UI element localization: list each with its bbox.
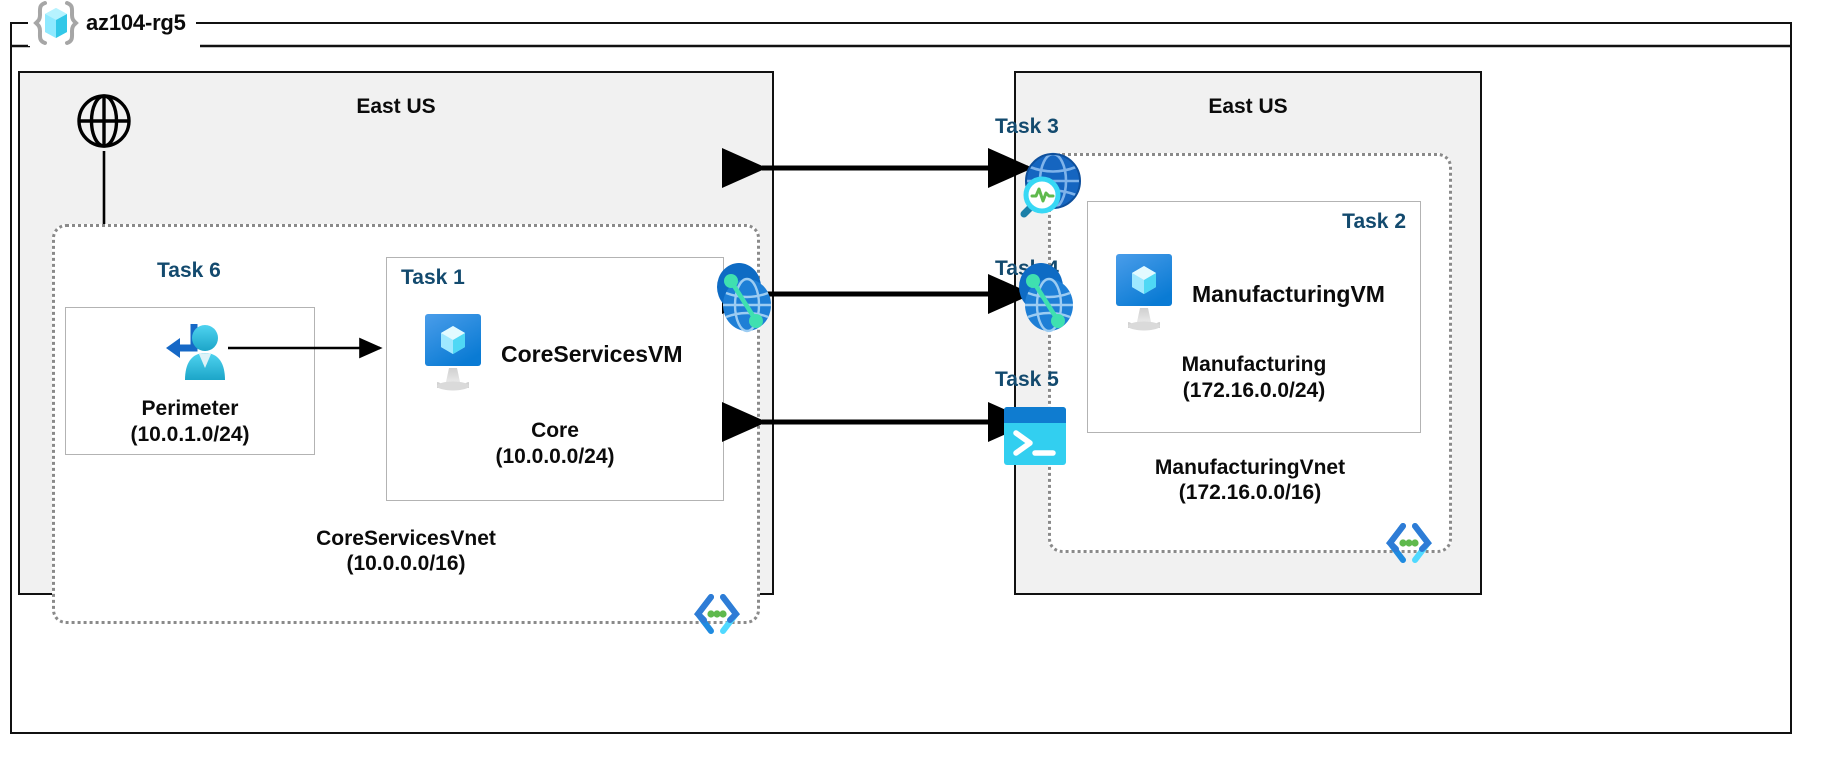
vm-manufacturing: ManufacturingVM: [1110, 252, 1385, 337]
subnet-perimeter: Perimeter (10.0.1.0/24): [65, 307, 315, 455]
region-label-left: East US: [356, 95, 436, 118]
resource-group-cube-icon: [32, 0, 80, 47]
vnet-coreservices-label: CoreServicesVnet (10.0.0.0/16): [316, 526, 496, 576]
cloud-shell-icon: [1002, 405, 1068, 472]
region-panel-right: East US ManufacturingVnet (172.16.0.0/16…: [1014, 71, 1482, 595]
subnet-chevrons-icon: [1383, 522, 1435, 564]
task-label-2: Task 2: [1342, 210, 1406, 233]
network-watcher-icon: [1005, 148, 1087, 235]
task5-double-arrow: [722, 402, 1033, 442]
region-label-right: East US: [1208, 95, 1288, 118]
virtual-machine-icon: [1110, 252, 1178, 337]
subnet-manufacturing-caption: Manufacturing (172.16.0.0/24): [1181, 353, 1327, 402]
vm-name-coreservices: CoreServicesVM: [501, 341, 683, 367]
globe-internet-icon: [76, 93, 132, 154]
virtual-machine-icon: [419, 312, 487, 397]
subnet-chevrons-icon: [691, 593, 743, 635]
task-label-6: Task 6: [157, 259, 221, 282]
resource-group-header: az104-rg5: [28, 0, 196, 46]
subnet-core-caption: Core (10.0.0.0/24): [495, 419, 615, 468]
vm-coreservices: CoreServicesVM: [419, 312, 683, 397]
center-task-label-3: Task 3: [995, 115, 1059, 138]
center-task-label-5: Task 5: [995, 368, 1059, 391]
perimeter-to-core-arrow: [228, 337, 383, 359]
subnet-manufacturing: Task 2: [1087, 201, 1421, 433]
task3-double-arrow: [722, 148, 1033, 188]
region-panel-left: East US CoreServicesVnet (10.0.0.0: [18, 71, 774, 634]
vnet-peering-icon: [1013, 257, 1079, 340]
vnet-manufacturing-label: ManufacturingVnet (172.16.0.0/16): [1154, 455, 1346, 505]
vm-name-manufacturing: ManufacturingVM: [1192, 281, 1385, 307]
task-label-1: Task 1: [401, 266, 465, 289]
vnet-peering-icon: [711, 257, 777, 340]
subnet-perimeter-caption: Perimeter (10.0.1.0/24): [130, 397, 250, 446]
vnet-manufacturing: ManufacturingVnet (172.16.0.0/16) Task 2: [1048, 153, 1452, 563]
subnet-core: Task 1: [386, 257, 724, 501]
user-access-icon: [160, 320, 230, 391]
resource-group-name: az104-rg5: [86, 10, 186, 35]
task4-double-arrow: [722, 274, 1033, 314]
